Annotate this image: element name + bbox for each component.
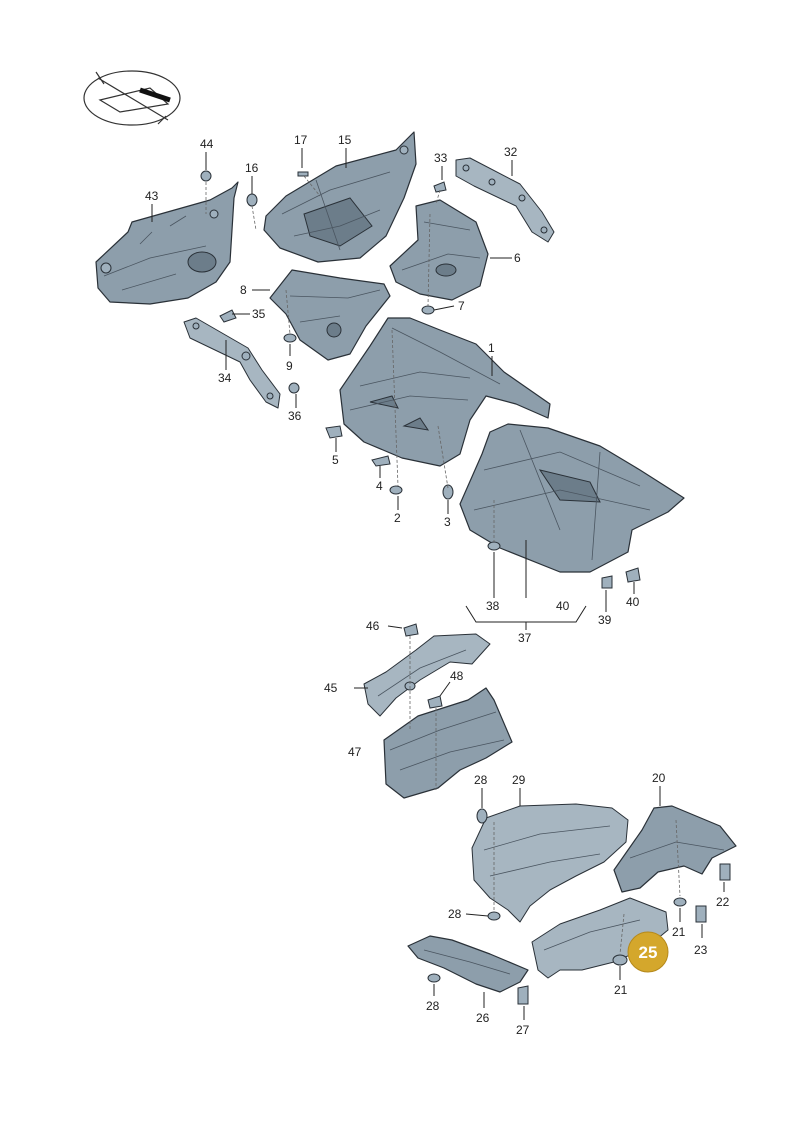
highlight-label: 25 bbox=[639, 943, 658, 962]
part-32-bracket bbox=[455, 157, 555, 243]
folded-sheet-emblem-icon bbox=[83, 70, 181, 126]
part-43-heat-shield bbox=[95, 181, 239, 305]
part-20-heat-shield bbox=[613, 805, 737, 893]
callout-7: 7 bbox=[458, 299, 465, 313]
callout-21-lower: 21 bbox=[614, 983, 628, 997]
callout-43: 43 bbox=[145, 189, 159, 203]
callout-40-top: 40 bbox=[556, 599, 570, 613]
leader-lines-bottom bbox=[433, 786, 725, 1020]
fasteners-top bbox=[200, 170, 641, 589]
leader-lines-middle bbox=[354, 625, 451, 697]
callout-2: 2 bbox=[394, 511, 401, 525]
callout-3: 3 bbox=[444, 515, 451, 529]
callout-44: 44 bbox=[200, 137, 214, 151]
part-15-heat-shield bbox=[263, 131, 417, 263]
callout-6: 6 bbox=[514, 251, 521, 265]
callout-34: 34 bbox=[218, 371, 232, 385]
callout-20: 20 bbox=[652, 771, 666, 785]
part-29-heat-shield bbox=[471, 803, 629, 923]
callout-36: 36 bbox=[288, 409, 302, 423]
callout-33: 33 bbox=[434, 151, 448, 165]
callout-37: 37 bbox=[518, 631, 532, 645]
callout-21-right: 21 bbox=[672, 925, 686, 939]
assembly-lines-middle bbox=[409, 636, 437, 790]
callout-48: 48 bbox=[450, 669, 464, 683]
callout-22: 22 bbox=[716, 895, 730, 909]
callout-8: 8 bbox=[240, 283, 247, 297]
callout-28-lower: 28 bbox=[426, 999, 440, 1013]
fasteners-bottom bbox=[427, 808, 731, 1005]
callout-32: 32 bbox=[504, 145, 518, 159]
callout-46: 46 bbox=[366, 619, 380, 633]
callout-17: 17 bbox=[294, 133, 308, 147]
highlight-badge-25[interactable]: 25 bbox=[627, 931, 669, 973]
callout-28-upper: 28 bbox=[474, 773, 488, 787]
callout-27: 27 bbox=[516, 1023, 530, 1037]
callout-28-middle: 28 bbox=[448, 907, 462, 921]
part-8-heat-shield bbox=[269, 269, 391, 361]
part-1-heat-shield bbox=[339, 317, 551, 467]
callout-40-right: 40 bbox=[626, 595, 640, 609]
part-45-heat-shield bbox=[363, 633, 491, 717]
callout-labels: 44 16 17 15 33 32 43 6 7 8 35 9 1 34 36 … bbox=[145, 133, 730, 1037]
part-6-heat-shield bbox=[389, 199, 489, 301]
callout-16: 16 bbox=[245, 161, 259, 175]
part-26-heat-shield bbox=[407, 935, 529, 993]
assembly-lines-top bbox=[205, 175, 495, 542]
callout-39: 39 bbox=[598, 613, 612, 627]
callout-45: 45 bbox=[324, 681, 338, 695]
part-34-bracket bbox=[183, 317, 281, 409]
callout-23: 23 bbox=[694, 943, 708, 957]
callout-47: 47 bbox=[348, 745, 362, 759]
part-47-heat-shield bbox=[383, 687, 513, 799]
leader-lines-top bbox=[151, 148, 635, 630]
part-37-heat-shield bbox=[459, 423, 685, 573]
callout-26: 26 bbox=[476, 1011, 490, 1025]
callout-4: 4 bbox=[376, 479, 383, 493]
callout-15: 15 bbox=[338, 133, 352, 147]
callout-5: 5 bbox=[332, 453, 339, 467]
callout-35: 35 bbox=[252, 307, 266, 321]
assembly-lines-bottom bbox=[493, 819, 681, 955]
callout-29: 29 bbox=[512, 773, 526, 787]
callout-1: 1 bbox=[488, 341, 495, 355]
callout-9: 9 bbox=[286, 359, 293, 373]
callout-38: 38 bbox=[486, 599, 500, 613]
